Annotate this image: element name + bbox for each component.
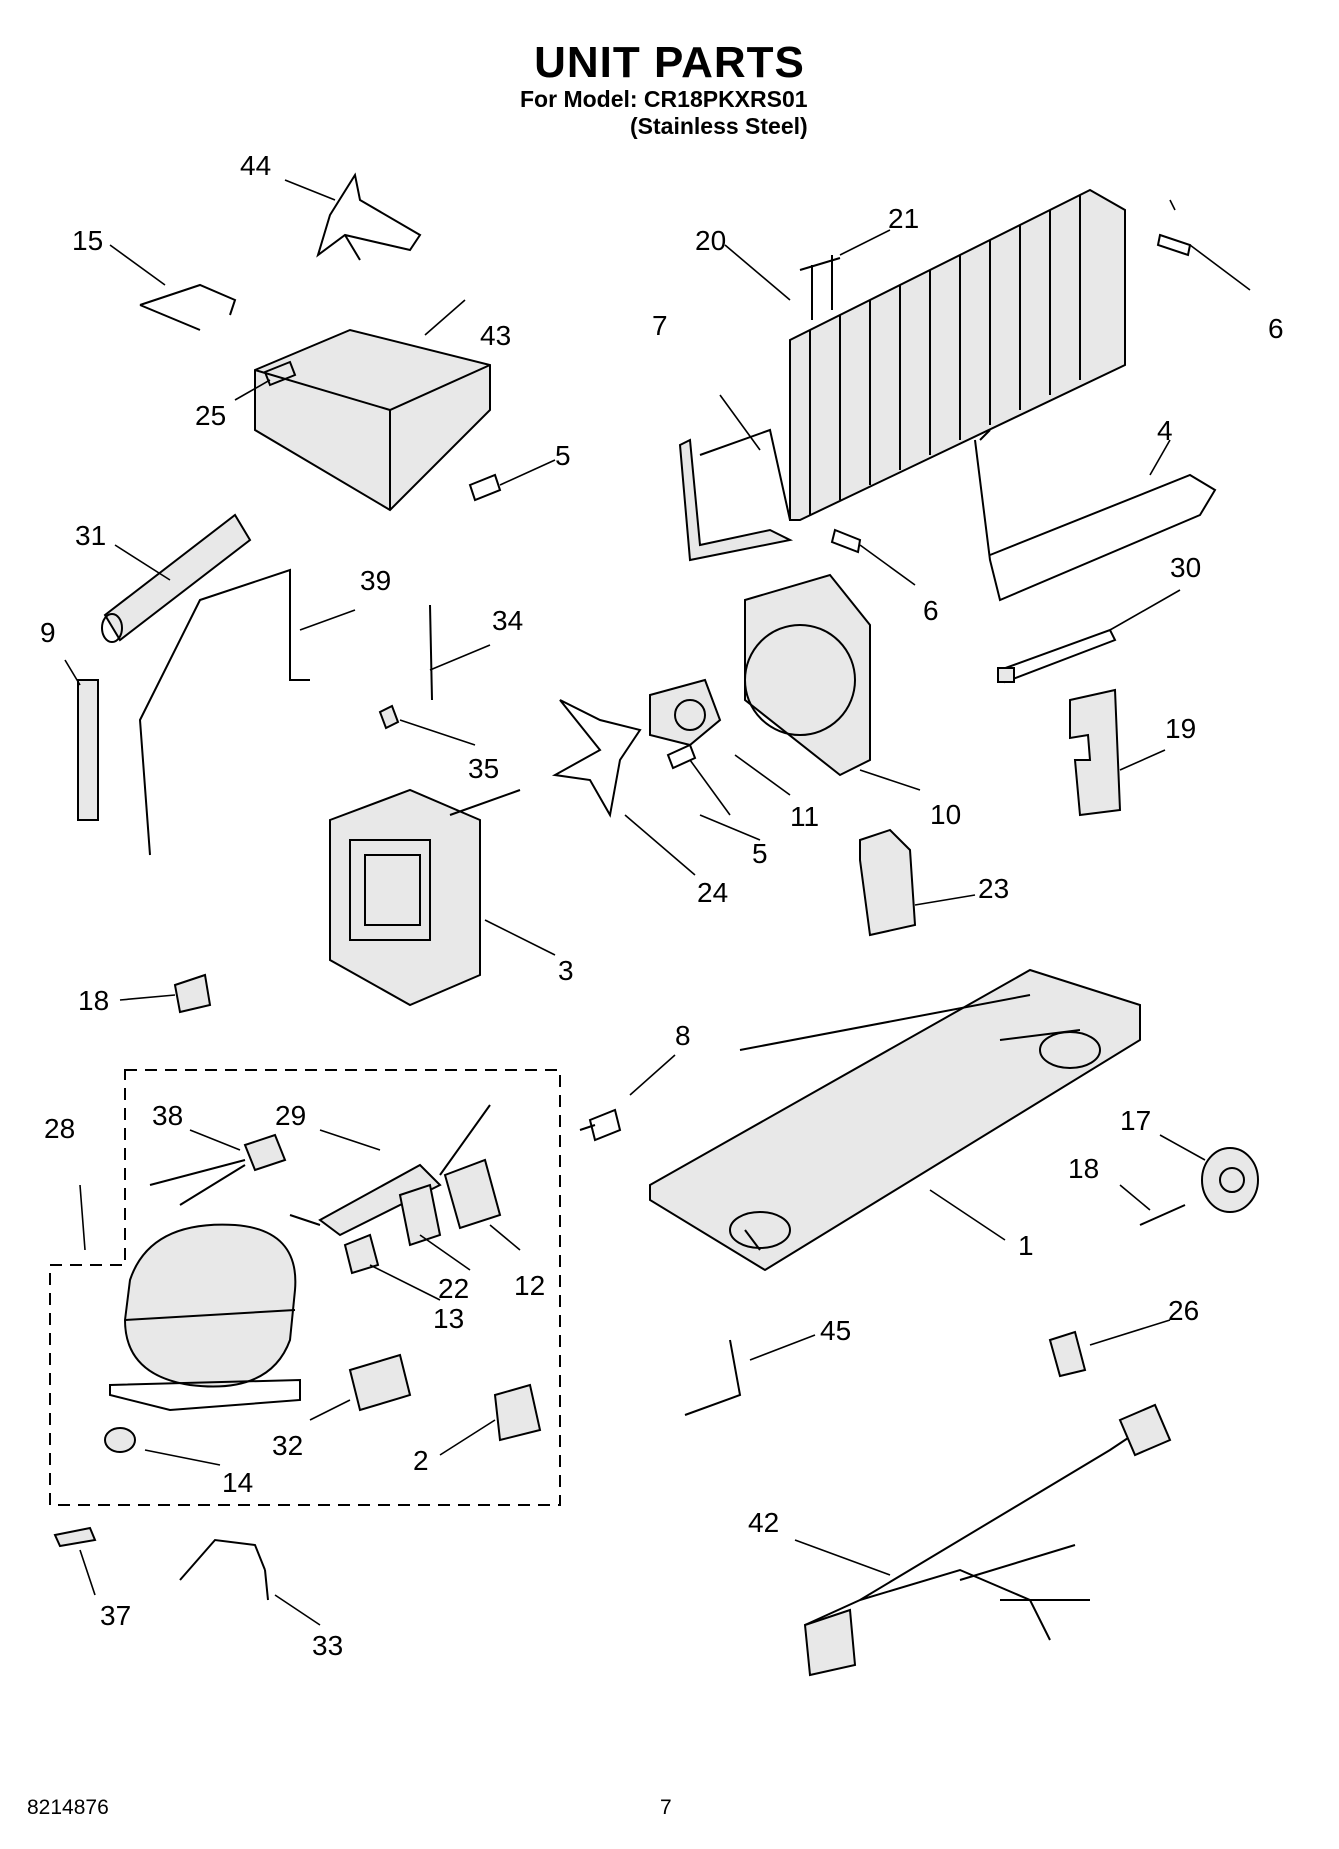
callout-13: 13 — [433, 1303, 464, 1334]
callout-30: 30 — [1170, 552, 1201, 583]
part-17-drawing — [1201, 1147, 1259, 1213]
callout-7: 7 — [652, 310, 668, 341]
part-16-drawing — [173, 973, 212, 1014]
part-29-drawing — [318, 1163, 442, 1237]
part-42-drawing — [804, 1429, 1141, 1641]
callout-15: 15 — [72, 225, 103, 256]
callout-38: 38 — [152, 1100, 183, 1131]
part-5b-drawing — [666, 743, 697, 770]
part-1-drawing — [649, 968, 1141, 1272]
callout-37: 37 — [100, 1600, 131, 1631]
part-32-drawing — [348, 1353, 412, 1412]
finish-line: (Stainless Steel) — [630, 113, 808, 139]
part-2-drawing — [493, 1383, 542, 1442]
callout-2: 2 — [413, 1445, 429, 1476]
callout-1: 1 — [1018, 1230, 1034, 1261]
callout-16: 18 — [78, 985, 109, 1016]
part-26-drawing — [1048, 1330, 1087, 1378]
callout-43: 43 — [480, 320, 511, 351]
model-line: For Model: CR18PKXRS01 — [520, 86, 808, 112]
part-20-drawing — [811, 255, 833, 320]
page-number: 7 — [660, 1796, 672, 1819]
part-34-drawing — [429, 604, 433, 701]
part-31-drawing — [103, 513, 252, 642]
callout-6a: 6 — [1268, 313, 1284, 344]
part-23-drawing — [859, 828, 917, 937]
callout-39: 39 — [360, 565, 391, 596]
part-33-drawing — [179, 1538, 269, 1601]
callout-35: 35 — [468, 753, 499, 784]
part-8-drawing — [579, 1108, 622, 1142]
part-7-drawing — [678, 438, 794, 562]
callout-22: 22 — [438, 1273, 469, 1304]
part-12-drawing — [443, 1158, 502, 1230]
part-19-drawing — [1069, 688, 1122, 817]
callout-29: 29 — [275, 1100, 306, 1131]
part-9-drawing — [77, 679, 99, 821]
part-39-drawing — [138, 568, 310, 856]
callout-3: 3 — [558, 955, 574, 986]
callout-33: 33 — [312, 1630, 343, 1661]
part-5a-drawing — [468, 473, 502, 502]
part-44-drawing — [316, 172, 422, 261]
part-21-drawing — [799, 257, 841, 271]
callout-5a: 5 — [555, 440, 571, 471]
compressor-kit-outline — [49, 1069, 561, 1506]
part-35-drawing — [378, 704, 400, 730]
callout-24: 24 — [697, 877, 728, 908]
callout-20: 20 — [695, 225, 726, 256]
callout-5b: 5 — [752, 838, 768, 869]
part-13-drawing — [343, 1233, 380, 1275]
callout-10: 10 — [930, 799, 961, 830]
part-43-drawing — [254, 328, 491, 512]
callout-17: 17 — [1120, 1105, 1151, 1136]
callout-14: 14 — [222, 1467, 253, 1498]
part-37-drawing — [53, 1526, 97, 1548]
callout-44: 44 — [240, 150, 271, 181]
document-number: 8214876 — [27, 1796, 109, 1819]
part-38-drawing — [243, 1133, 287, 1172]
part-10-drawing — [744, 573, 871, 777]
leader-lines — [64, 179, 1251, 1626]
callout-23: 23 — [978, 873, 1009, 904]
callout-26: 26 — [1168, 1295, 1199, 1326]
part-24-drawing — [551, 699, 642, 818]
callout-6b: 6 — [923, 595, 939, 626]
callout-28: 28 — [44, 1113, 75, 1144]
page-title: UNIT PARTS — [534, 38, 805, 87]
part-14-drawing — [104, 1427, 136, 1453]
part-18-drawing — [1139, 1204, 1186, 1226]
part-45-drawing — [684, 1339, 742, 1416]
part-11-drawing — [649, 678, 722, 747]
part-15-drawing — [139, 283, 237, 331]
part-22-drawing — [398, 1183, 442, 1247]
callout-25: 25 — [195, 400, 226, 431]
callout-8: 8 — [675, 1020, 691, 1051]
part-28-compressor-drawing — [123, 1223, 297, 1388]
part-drawings — [49, 172, 1259, 1677]
callout-21: 21 — [888, 203, 919, 234]
callout-32: 32 — [272, 1430, 303, 1461]
callout-19: 19 — [1165, 713, 1196, 744]
callout-9: 9 — [40, 617, 56, 648]
callout-45: 45 — [820, 1315, 851, 1346]
callout-34: 34 — [492, 605, 523, 636]
callout-42: 42 — [748, 1507, 779, 1538]
callout-12: 12 — [514, 1270, 545, 1301]
callout-labels: 44 15 43 25 5 6 7 20 21 4 6 30 19 10 11 … — [40, 150, 1284, 1661]
callout-31: 31 — [75, 520, 106, 551]
callout-18: 18 — [1068, 1153, 1099, 1184]
callout-11: 11 — [790, 801, 819, 832]
part-6a-drawing — [1156, 233, 1192, 257]
part-3-drawing — [329, 788, 481, 1007]
part-4-drawing — [974, 429, 1217, 602]
part-30-drawing — [998, 628, 1117, 684]
callout-4: 4 — [1157, 415, 1173, 446]
part-6b-drawing — [830, 528, 862, 554]
